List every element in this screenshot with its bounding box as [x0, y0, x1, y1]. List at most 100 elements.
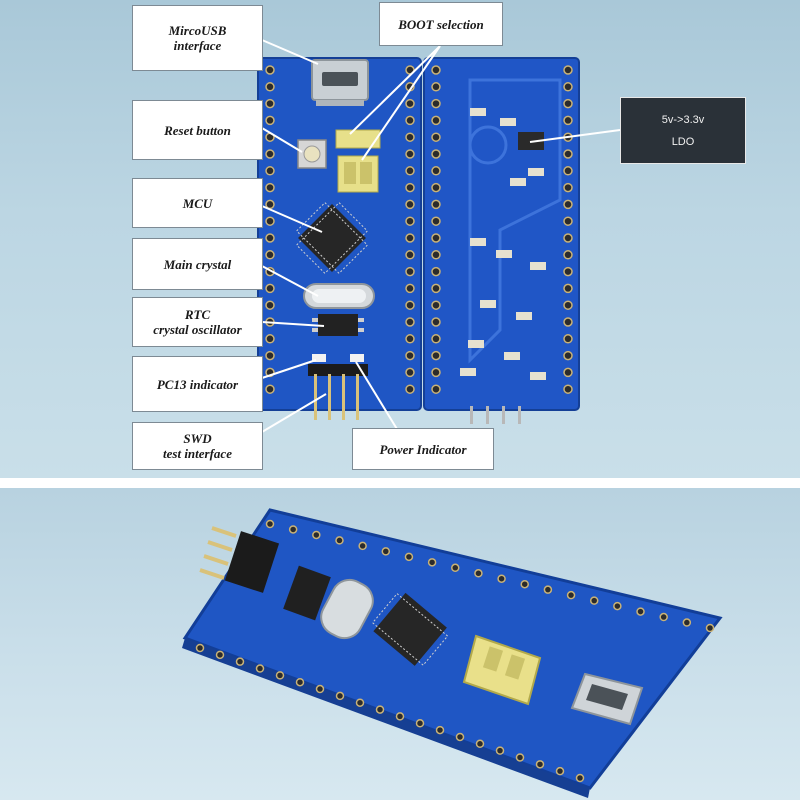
- board-top-view: [257, 57, 580, 424]
- pin-hole: [455, 732, 465, 742]
- perspective-boot-jumpers: [462, 634, 542, 706]
- panel-divider: [0, 478, 800, 488]
- pin-hole: [395, 712, 405, 721]
- pin-hole: [705, 623, 715, 633]
- pin-hole: [405, 300, 415, 310]
- pin-hole: [235, 657, 245, 666]
- pin-hole: [375, 705, 385, 714]
- pin-hole: [535, 760, 545, 769]
- pin-hole: [265, 250, 275, 260]
- pin-hole: [265, 82, 275, 92]
- pin-hole: [475, 739, 485, 749]
- mcu-chip: [295, 201, 369, 275]
- pin-hole: [265, 334, 275, 344]
- perspective-mcu: [371, 592, 449, 666]
- pin-hole: [563, 82, 573, 92]
- pin-hole: [563, 65, 573, 75]
- pin-hole: [431, 65, 441, 75]
- pin-hole: [312, 530, 321, 540]
- pin-hole: [405, 233, 415, 243]
- pin-hole: [659, 612, 668, 622]
- front-pcb-edge: [257, 57, 422, 411]
- perspective-crystal: [320, 578, 374, 640]
- pin-hole: [405, 384, 415, 394]
- pin-hole: [195, 643, 205, 653]
- back-bottom-pins: [470, 406, 521, 424]
- pin-hole: [265, 283, 275, 294]
- label-boot-selection: BOOT selection: [379, 2, 503, 46]
- smd-part: [510, 178, 526, 186]
- pin-hole: [563, 115, 573, 126]
- pin-hole: [563, 384, 573, 394]
- pin-hole: [563, 166, 573, 176]
- pin-hole: [404, 552, 414, 562]
- pin-hole: [563, 300, 573, 310]
- pin-hole: [265, 98, 275, 109]
- pin-hole: [431, 216, 441, 226]
- perspective-pin-holes: [195, 519, 715, 783]
- pin-hole: [563, 98, 573, 109]
- pin-hole: [431, 98, 441, 109]
- pin-hole: [405, 115, 415, 126]
- pin-hole: [566, 590, 576, 600]
- pin-hole: [405, 367, 415, 378]
- label-ldo: 5v->3.3v LDO: [620, 97, 746, 164]
- label-microusb: MircoUSB interface: [132, 5, 263, 71]
- pin-hole: [431, 250, 441, 260]
- pin-hole: [575, 773, 585, 783]
- pin-hole: [543, 585, 553, 594]
- pin-hole: [431, 233, 441, 243]
- pin-hole: [431, 82, 441, 92]
- pin-hole: [431, 350, 441, 361]
- board-perspective-view: [182, 508, 723, 798]
- pin-hole: [265, 115, 275, 126]
- smd-part: [496, 250, 512, 258]
- pin-hole: [474, 569, 483, 578]
- pin-hole: [563, 199, 573, 210]
- pin-hole: [405, 334, 415, 344]
- pin-hole: [405, 216, 415, 226]
- pin-hole: [427, 558, 437, 567]
- back-trace-ring: [468, 125, 508, 165]
- pin-hole: [405, 350, 415, 361]
- pin-hole: [265, 384, 275, 394]
- pin-hole: [431, 317, 441, 327]
- pin-hole: [405, 266, 415, 277]
- smd-part: [480, 300, 496, 308]
- pin-hole: [431, 266, 441, 277]
- pin-hole: [215, 650, 225, 660]
- pin-hole: [405, 182, 415, 193]
- pin-hole: [520, 579, 529, 589]
- pin-hole: [563, 317, 573, 327]
- smd-components: [460, 108, 546, 380]
- label-reset-button: Reset button: [132, 100, 263, 160]
- top-photo-panel: MircoUSB interface BOOT selection Reset …: [0, 0, 800, 478]
- smd-part: [500, 118, 516, 126]
- pin-hole: [563, 283, 573, 294]
- back-trace: [468, 78, 562, 364]
- pin-hole: [431, 283, 441, 294]
- pin-hole: [563, 350, 573, 361]
- pin-hole: [405, 250, 415, 260]
- pin-hole: [358, 541, 367, 551]
- boot-jumpers: [335, 129, 381, 193]
- pin-hole: [381, 547, 391, 556]
- pin-hole: [335, 536, 344, 545]
- pin-hole: [563, 266, 573, 277]
- pin-hole: [335, 691, 345, 701]
- pin-hole: [431, 199, 441, 210]
- microusb-connector: [311, 59, 369, 106]
- smd-part: [460, 368, 476, 376]
- pin-hole: [265, 300, 275, 310]
- perspective-pcb-side: [182, 638, 590, 798]
- pin-hole: [497, 574, 506, 583]
- pin-hole: [265, 182, 275, 193]
- pin-hole: [431, 384, 441, 394]
- perspective-regulator: [283, 565, 331, 621]
- pin-hole: [265, 233, 275, 243]
- pin-hole: [431, 115, 441, 126]
- bottom-photo-panel: [0, 488, 800, 800]
- pin-hole: [275, 671, 285, 680]
- main-crystal-part: [303, 283, 375, 309]
- pin-hole: [563, 149, 573, 159]
